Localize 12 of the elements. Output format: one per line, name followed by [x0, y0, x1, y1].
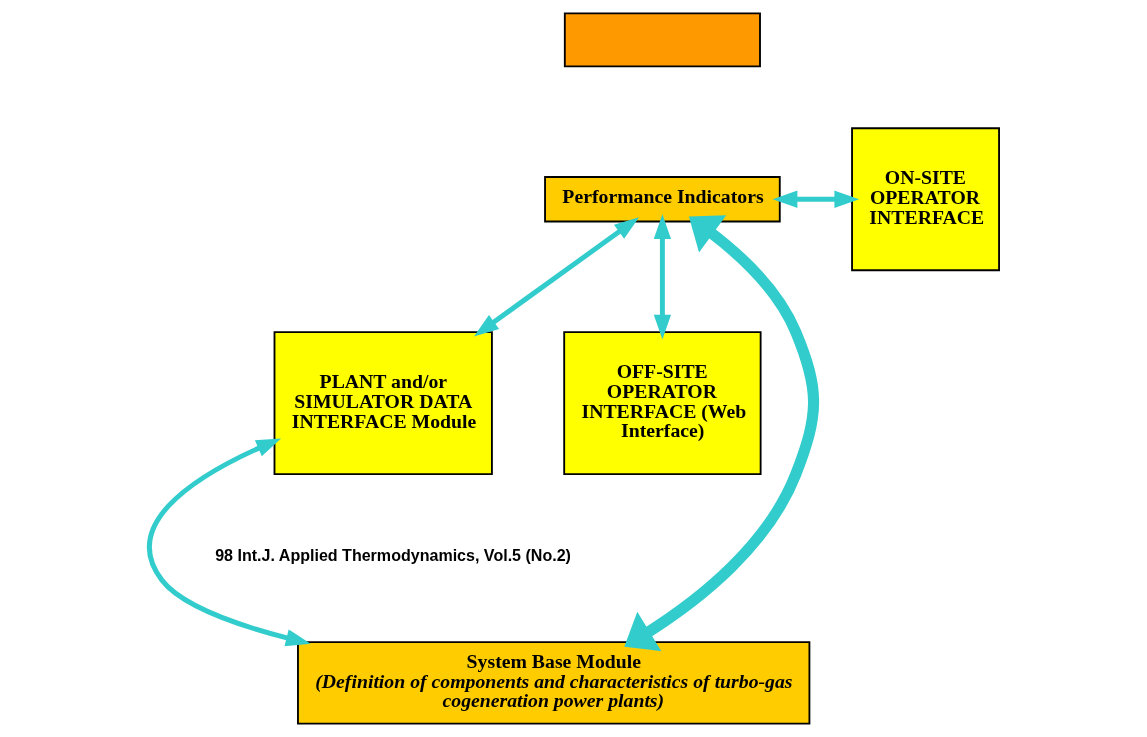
arrow	[623, 215, 819, 652]
node-box: Performance Indicators	[543, 176, 781, 223]
node-box: System Base Module (Definition of components and characteristics of turbo-gas cogeneration power plants)	[296, 641, 810, 725]
node-box: ON-SITE OPERATOR INTERFACE	[850, 127, 1000, 272]
node-box: PLANT and/or SIMULATOR DATA INTERFACE Module	[273, 331, 493, 476]
arrow	[473, 217, 639, 337]
arrow	[653, 214, 671, 340]
arrow	[146, 438, 311, 647]
node-box	[563, 12, 761, 68]
arrow	[772, 190, 859, 208]
label: 98 Int.J. Applied Thermodynamics, Vol.5 (No.2)	[214, 546, 571, 565]
node-box: OFF-SITE OPERATOR INTERFACE (Web Interface)	[562, 331, 762, 476]
